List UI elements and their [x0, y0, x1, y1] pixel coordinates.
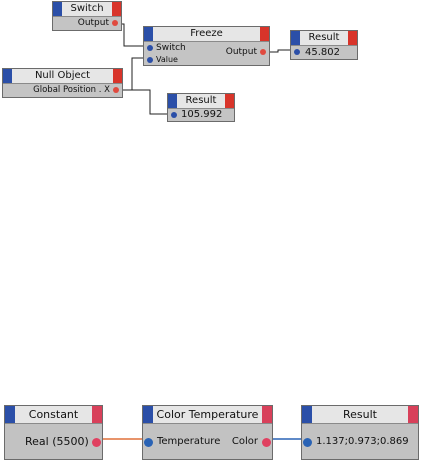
input-tab: [291, 31, 300, 45]
temperature-port-label: Temperature: [157, 436, 221, 447]
result-value: 105.992: [181, 109, 223, 120]
input-port-dot[interactable]: [294, 49, 300, 55]
switch-node-header[interactable]: Switch: [53, 2, 121, 17]
output-tab: [113, 69, 122, 83]
input-tab: [144, 27, 153, 41]
result-value-row: 1.137;0.973;0.869: [302, 424, 418, 460]
result-node-title: Result: [185, 95, 217, 106]
output-tab: [348, 31, 357, 45]
freeze-value-label: Value: [156, 55, 178, 64]
freeze-node-title: Freeze: [190, 28, 223, 39]
input-port-dot[interactable]: [144, 438, 153, 447]
constant-node-header[interactable]: Constant: [5, 406, 102, 424]
null-object-node-title: Null Object: [34, 70, 91, 81]
constant-node[interactable]: Constant Real (5500): [4, 405, 103, 460]
output-tab: [92, 406, 102, 423]
freeze-output-label: Output: [225, 47, 257, 57]
freeze-value-port-row: Value: [144, 54, 269, 66]
input-port-dot[interactable]: [303, 438, 312, 447]
output-port-dot[interactable]: [92, 438, 101, 447]
input-tab: [302, 406, 312, 423]
constant-node-title: Constant: [28, 408, 79, 421]
result-node-header[interactable]: Result: [291, 31, 357, 46]
color-temperature-port-row: Temperature Color: [143, 424, 272, 460]
output-tab: [408, 406, 418, 423]
output-tab: [112, 2, 121, 16]
switch-node-title: Switch: [70, 3, 104, 14]
result-value-row: 105.992: [168, 109, 234, 121]
result-node[interactable]: Result 105.992: [167, 93, 235, 122]
result-node-title: Result: [343, 408, 377, 421]
input-tab: [5, 406, 15, 423]
color-port-label: Color: [231, 436, 258, 447]
result-node-header[interactable]: Result: [302, 406, 418, 424]
switch-node[interactable]: Switch Output: [52, 1, 122, 31]
result-node[interactable]: Result 45.802: [290, 30, 358, 60]
wire-null-to-result: [117, 89, 172, 115]
output-port-dot[interactable]: [112, 20, 118, 26]
input-port-dot[interactable]: [147, 57, 153, 63]
result-value: 45.802: [305, 47, 340, 58]
result-node-title: Result: [308, 32, 340, 43]
output-tab: [260, 27, 269, 41]
result-value: 1.137;0.973;0.869: [316, 436, 409, 447]
color-temperature-node-title: Color Temperature: [156, 408, 259, 421]
constant-value: Real (5500): [25, 435, 89, 448]
input-tab: [143, 406, 153, 423]
freeze-node-header[interactable]: Freeze: [144, 27, 269, 42]
result-node-header[interactable]: Result: [168, 94, 234, 109]
output-tab: [262, 406, 272, 423]
result-value-row: 45.802: [291, 46, 357, 59]
result-node[interactable]: Result 1.137;0.973;0.869: [301, 405, 419, 460]
output-port-dot[interactable]: [260, 49, 266, 55]
color-temperature-node-header[interactable]: Color Temperature: [143, 406, 272, 424]
switch-output-port-row: Output: [53, 17, 121, 29]
global-position-x-label: Global Position . X: [33, 85, 110, 95]
color-temperature-node[interactable]: Color Temperature Temperature Color: [142, 405, 273, 460]
null-object-node-header[interactable]: Null Object: [3, 69, 122, 84]
freeze-switch-label: Switch: [156, 43, 186, 53]
input-port-dot[interactable]: [147, 45, 153, 51]
input-tab: [53, 2, 62, 16]
freeze-node[interactable]: Freeze Switch Output Value: [143, 26, 270, 66]
input-port-dot[interactable]: [171, 112, 177, 118]
input-tab: [3, 69, 12, 83]
freeze-switch-port-row: Switch Output: [144, 42, 269, 57]
null-object-node[interactable]: Null Object Global Position . X: [2, 68, 123, 98]
null-object-port-row: Global Position . X: [3, 84, 122, 96]
output-port-dot[interactable]: [113, 87, 119, 93]
output-port-dot[interactable]: [262, 438, 271, 447]
input-tab: [168, 94, 177, 108]
switch-output-label: Output: [77, 18, 109, 28]
constant-value-row: Real (5500): [5, 424, 102, 460]
output-tab: [225, 94, 234, 108]
wire-freeze-to-result: [264, 49, 296, 53]
